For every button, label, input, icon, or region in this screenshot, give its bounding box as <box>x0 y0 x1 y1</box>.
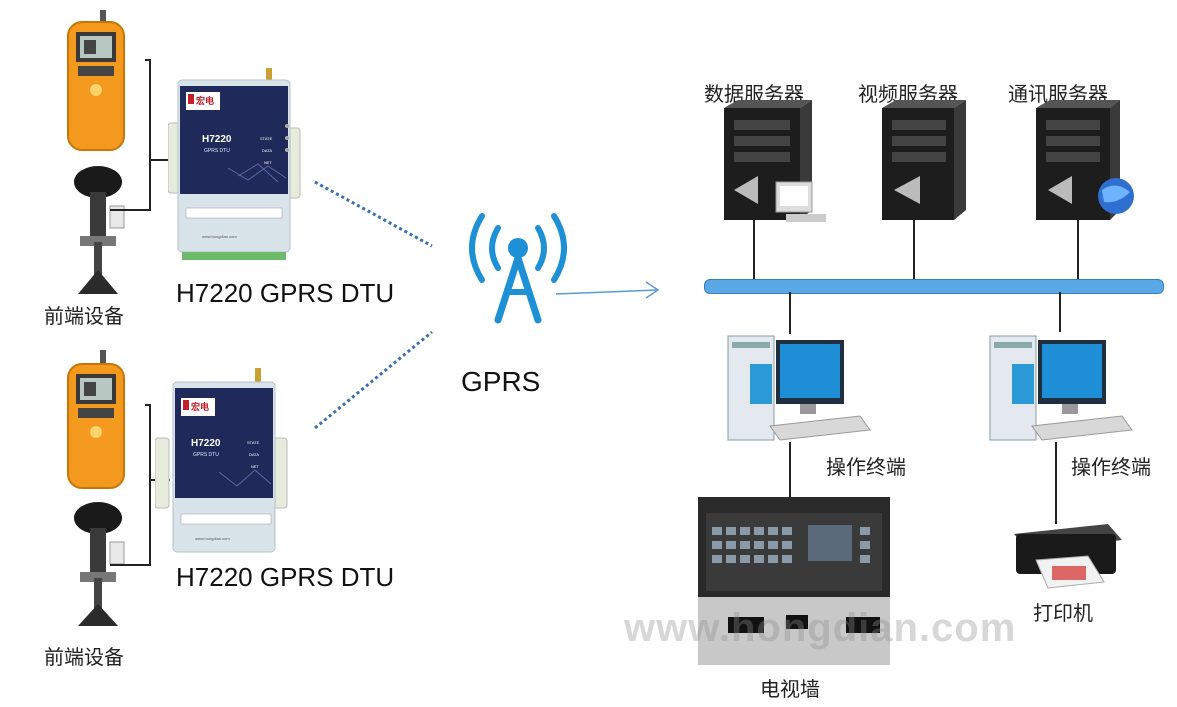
dtu-website-label: www.hongdian.com <box>202 234 237 239</box>
printer-icon <box>1014 524 1122 589</box>
arrow-to-network <box>555 281 660 299</box>
gprs-label: GPRS <box>461 366 541 397</box>
data-server-icon <box>724 100 826 280</box>
dtu-model-label: H7220 <box>191 438 221 449</box>
terminal-label-1: 操作终端 <box>826 455 906 479</box>
dtu-led-data: DATA <box>249 452 260 457</box>
terminal-section <box>727 292 1133 524</box>
dtu-brand-label: 宏电 <box>196 96 215 106</box>
meter-sensor-icon <box>67 10 125 294</box>
front-device-label-bottom: 前端设备 <box>44 645 124 669</box>
dtu-brand-label: 宏电 <box>191 402 210 412</box>
operator-terminal-icon-2 <box>989 335 1133 441</box>
front-device-group-top <box>40 10 170 330</box>
dtu-router-icon <box>167 68 301 260</box>
network-bus <box>704 279 1164 294</box>
dtu-caption-bottom: H7220 GPRS DTU <box>176 562 395 592</box>
dtu-model-sub-label: GPRS DTU <box>204 148 230 154</box>
dtu-led-net: NET <box>251 464 259 469</box>
watermark-text: www.hongdian.com <box>624 606 1017 650</box>
dtu-router-icon <box>154 368 288 553</box>
dtu-website-label: www.hongdian.com <box>195 536 230 541</box>
video-server-icon <box>882 100 966 280</box>
dtu-led-state: STATE <box>247 440 260 445</box>
meter-sensor-icon <box>67 350 125 626</box>
dtu-model-sub-label: GPRS DTU <box>193 452 219 458</box>
operator-terminal-icon-1 <box>727 335 871 441</box>
dtu-led-data: DATA <box>262 148 273 153</box>
printer-label: 打印机 <box>1033 601 1093 625</box>
comm-server-icon <box>1036 100 1134 280</box>
front-device-label-top: 前端设备 <box>44 304 124 328</box>
server-row <box>724 100 1134 280</box>
signal-tower-icon <box>469 213 567 324</box>
dtu-model-label: H7220 <box>202 134 232 145</box>
dtu-device-top: 宏电 H7220 GPRS DTU STATE DATA NET www.hon… <box>167 68 303 268</box>
dtu-device-bottom: 宏电 H7220 GPRS DTU STATE DATA NET www.hon… <box>154 368 290 558</box>
dtu-led-state: STATE <box>260 136 273 141</box>
video-wall-label: 电视墙 <box>760 677 820 701</box>
dtu-led-net: NET <box>264 160 272 165</box>
wireless-links <box>314 180 660 430</box>
front-device-group-bottom <box>40 350 170 650</box>
terminal-label-2: 操作终端 <box>1071 455 1151 479</box>
dtu-caption-top: H7220 GPRS DTU <box>176 278 395 308</box>
video-wall-icon <box>698 497 890 665</box>
